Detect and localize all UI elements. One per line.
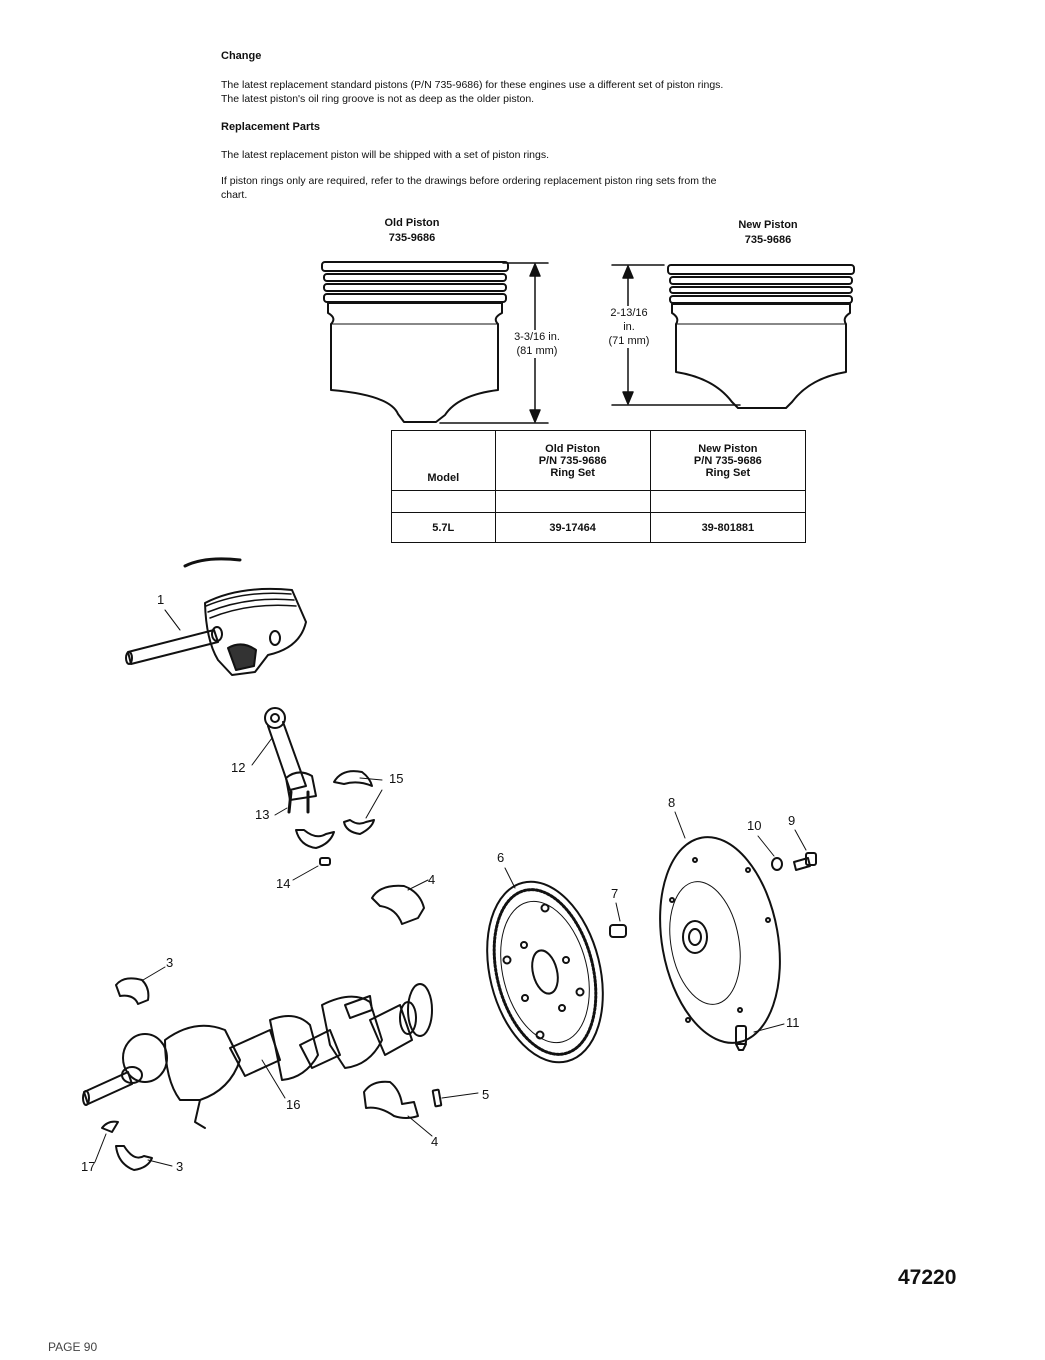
table-header-row: Model Old Piston P/N 735-9686 Ring Set N… [391, 430, 807, 491]
cut-off-part-arc [183, 557, 242, 568]
rod-bearings-drawing [295, 770, 383, 849]
old-header-line-2: P/N 735-9686 [538, 454, 607, 467]
callout-11: 11 [786, 1015, 800, 1030]
page-number: PAGE 90 [48, 1340, 98, 1354]
spacer-cell [391, 490, 496, 513]
table-row: 5.7L 39-17464 39-801881 [391, 512, 807, 543]
replacement-para-2-line-1: If piston rings only are required, refer… [221, 175, 717, 187]
callout-16: 16 [286, 1097, 301, 1112]
callout-13: 13 [255, 807, 270, 822]
callout-5: 5 [482, 1087, 490, 1102]
new-dimension-label: 2-13/16 in. (71 mm) [598, 306, 660, 348]
callout-9: 9 [788, 813, 796, 828]
new-piston-label: New Piston 735-9686 [708, 218, 828, 248]
figure-id: 47220 [898, 1266, 957, 1289]
callout-8: 8 [668, 795, 676, 810]
replacement-heading: Replacement Parts [221, 121, 321, 133]
fitting-drawing [735, 1023, 785, 1051]
main-bearing-lower-drawing [363, 1080, 433, 1137]
callout-15: 15 [389, 771, 404, 786]
flywheel-bolt-drawing [609, 902, 627, 938]
thrust-washer-drawing [94, 1120, 119, 1163]
connecting-rod-drawing [251, 707, 317, 816]
replacement-para-2-line-2: chart. [221, 189, 248, 201]
callout-3-lower: 3 [176, 1159, 184, 1174]
piston-assembly-drawing [125, 587, 307, 676]
key-drawing [431, 1088, 479, 1108]
callout-4-lower: 4 [431, 1134, 439, 1149]
new-piston-part: 735-9686 [744, 234, 792, 246]
old-piston-label: Old Piston 735-9686 [352, 216, 472, 246]
main-bearing-upper-drawing [371, 879, 429, 925]
old-dimension-label: 3-3/16 in. (81 mm) [505, 330, 569, 358]
replacement-para-1: The latest replacement piston will be sh… [221, 149, 550, 161]
bearing-3-lower-drawing [115, 1145, 173, 1171]
spacer-cell [494, 490, 651, 513]
bearing-3-upper-drawing [115, 966, 166, 1005]
new-header-line-3: Ring Set [705, 466, 751, 479]
crankshaft-drawing [82, 983, 433, 1129]
new-ring-set-header: New Piston P/N 735-9686 Ring Set [649, 430, 807, 491]
callout-4-upper: 4 [428, 872, 436, 887]
callout-1: 1 [157, 592, 165, 607]
old-dimension-inches: 3-3/16 in. [514, 331, 560, 343]
new-dimension-unit: in. [623, 321, 635, 333]
ring-set-table: Model Old Piston P/N 735-9686 Ring Set N… [391, 430, 807, 543]
change-line-1: The latest replacement standard pistons … [221, 79, 724, 91]
rod-nut-drawing [292, 857, 331, 881]
callout-14: 14 [276, 876, 291, 891]
flywheel-drawing [486, 867, 604, 1064]
old-ring-set-cell: 39-17464 [494, 512, 651, 543]
drive-plate-drawing [659, 811, 781, 1044]
new-dimension-inches: 2-13/16 [610, 307, 648, 319]
new-piston-title: New Piston [738, 219, 798, 231]
model-header: Model [391, 430, 496, 491]
new-piston-drawing [667, 264, 855, 409]
new-header-line-2: P/N 735-9686 [693, 454, 762, 467]
old-header-line-3: Ring Set [550, 466, 595, 479]
callout-6: 6 [497, 850, 505, 865]
change-line-2: The latest piston's oil ring groove is n… [221, 93, 535, 105]
callout-12: 12 [231, 760, 246, 775]
callout-10: 10 [747, 818, 762, 833]
old-header-line-1: Old Piston [545, 442, 601, 455]
new-ring-set-cell: 39-801881 [649, 512, 807, 543]
old-dimension-mm: (81 mm) [516, 345, 558, 357]
old-piston-drawing [321, 261, 509, 423]
callout-17: 17 [81, 1159, 96, 1174]
old-piston-title: Old Piston [384, 217, 440, 229]
callout-3-upper: 3 [166, 955, 174, 970]
washer-drawing [757, 835, 783, 871]
change-heading: Change [221, 50, 262, 62]
old-ring-set-header: Old Piston P/N 735-9686 Ring Set [494, 430, 651, 491]
spacer-cell [649, 490, 807, 513]
new-dimension-mm: (71 mm) [608, 335, 650, 347]
new-header-line-1: New Piston [698, 442, 758, 455]
table-spacer-row [391, 490, 807, 513]
callout-7: 7 [611, 886, 619, 901]
drive-plate-bolt-drawing [793, 829, 817, 871]
old-piston-part: 735-9686 [388, 232, 436, 244]
model-cell: 5.7L [391, 512, 496, 543]
